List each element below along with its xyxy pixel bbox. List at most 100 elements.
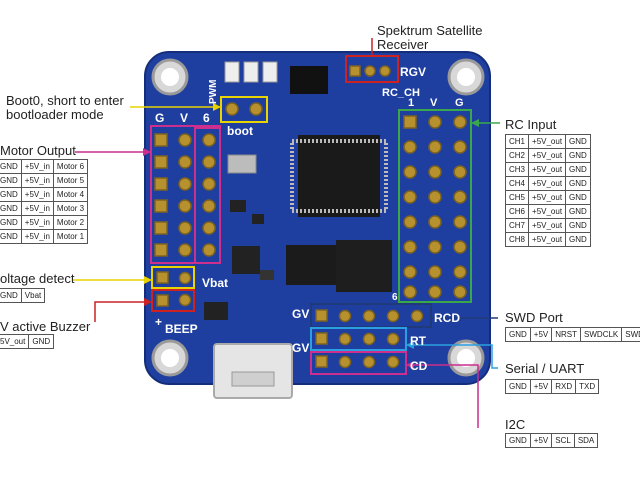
rc-input-cell: CH1 <box>504 134 530 149</box>
rc-input-cell: +5V_out <box>528 232 567 247</box>
rc-input-cell: GND <box>565 162 591 177</box>
rc-input-cell: GND <box>565 176 591 191</box>
buzzer-cell-gnd: GND <box>28 334 55 349</box>
rc-input-title: RC Input <box>505 117 557 132</box>
spektrum-label: Spektrum Satellite Receiver <box>377 24 483 52</box>
i2c-cell-gnd: GND <box>505 433 531 448</box>
buzzer-title: V active Buzzer <box>0 319 91 334</box>
silk-v: V <box>180 111 188 125</box>
usb-connector <box>213 343 293 399</box>
rc-input-cell: +5V_out <box>528 218 567 233</box>
rc-input-cell: +5V_out <box>528 204 567 219</box>
motor-output-cell: +5V_in <box>20 173 54 188</box>
swd-pads <box>315 309 424 323</box>
rc-box <box>398 109 472 303</box>
gyro-chip <box>286 245 344 285</box>
motor-output-cell: +5V_in <box>20 229 54 244</box>
swd-cell-5v: +5V <box>529 327 553 342</box>
mcu-chip <box>298 135 380 217</box>
motor-output-cell: GND <box>0 201 22 216</box>
crystal <box>227 154 257 174</box>
silk-gv2: GV <box>292 341 309 355</box>
motor-output-cell: Motor 5 <box>52 173 89 188</box>
swd-table: GND +5V NRST SWDCLK SWDIO <box>505 327 640 342</box>
motor-output-cell: +5V_in <box>20 159 54 174</box>
buzzer-leader <box>94 301 152 322</box>
voltage-cell-gnd: GND <box>0 288 22 303</box>
regulator-chip <box>232 246 260 274</box>
motor-output-cell: GND <box>0 173 22 188</box>
boot-pads <box>225 102 263 116</box>
rc-input-cell: CH5 <box>504 190 530 205</box>
serial-cell-5v: +5V <box>529 379 553 394</box>
silk-pwm: PWM <box>208 80 219 104</box>
silk-rc-ch: RC_CH <box>382 87 420 99</box>
i2c-cell-scl: SCL <box>551 433 575 448</box>
rc-input-cell: GND <box>565 190 591 205</box>
spektrum-label-line2: Receiver <box>377 37 429 52</box>
swd-cell-nrst: NRST <box>551 327 582 342</box>
buzzer-table: 5V_out GND <box>0 334 55 349</box>
silk-rcd: RCD <box>434 311 460 325</box>
rc-input-cell: +5V_out <box>528 190 567 205</box>
motor-output-cell: GND <box>0 215 22 230</box>
boot0-label-line1: Boot0, short to enter <box>6 93 124 108</box>
motor-output-cell: Motor 1 <box>52 229 89 244</box>
serial-box <box>310 327 407 351</box>
swd-title: SWD Port <box>505 310 563 325</box>
silk-1: 1 <box>408 97 414 109</box>
voltage-detect-table: GND Vbat <box>0 288 46 303</box>
i2c-cell-sda: SDA <box>573 433 599 448</box>
rc-input-cell: GND <box>565 204 591 219</box>
i2c-title: I2C <box>505 417 526 432</box>
i2c-box <box>310 351 407 375</box>
buzzer-box <box>151 289 195 312</box>
rc-input-cell: +5V_out <box>528 176 567 191</box>
vbat-box <box>151 266 195 289</box>
boot0-label: Boot0, short to enter bootloader mode <box>6 94 124 122</box>
silk-rt: RT <box>410 334 427 348</box>
swd-cell-swdclk: SWDCLK <box>580 327 623 342</box>
baro-chip <box>336 240 392 292</box>
rc-input-cell: CH7 <box>504 218 530 233</box>
i2c-pads <box>315 355 400 369</box>
motor-output-cell: +5V_in <box>20 201 54 216</box>
i2c-leader <box>406 364 479 428</box>
serial-pads <box>315 332 400 346</box>
silk-beep: BEEP <box>165 322 198 336</box>
buzzer-cell-5v: 5V_out <box>0 334 30 349</box>
rc-input-cell: CH6 <box>504 204 530 219</box>
i2c-cell-5v: +5V <box>529 433 553 448</box>
motor-output-cell: GND <box>0 159 22 174</box>
rc-input-cell: GND <box>565 134 591 149</box>
rc-input-cell: CH2 <box>504 148 530 163</box>
rc-pads <box>403 115 467 299</box>
silk-cd: CD <box>410 359 428 373</box>
i2c-table: GND +5V SCL SDA <box>505 433 599 448</box>
motor-pads <box>154 133 216 257</box>
motor-output-title: Motor Output <box>0 143 76 158</box>
serial-title: Serial / UART <box>505 361 585 376</box>
serial-table: GND +5V RXD TXD <box>505 379 600 394</box>
motor-output-cell: Motor 4 <box>52 187 89 202</box>
motor-output-cell: Motor 3 <box>52 201 89 216</box>
rc-input-cell: CH4 <box>504 176 530 191</box>
serial-leader <box>406 344 498 369</box>
rc-input-cell: +5V_out <box>528 162 567 177</box>
motor-output-cell: +5V_in <box>20 215 54 230</box>
rc-input-cell: GND <box>565 218 591 233</box>
vbat-pads <box>156 271 192 307</box>
silk-6b: 6 <box>392 292 398 303</box>
silk-vbat: Vbat <box>202 276 228 290</box>
